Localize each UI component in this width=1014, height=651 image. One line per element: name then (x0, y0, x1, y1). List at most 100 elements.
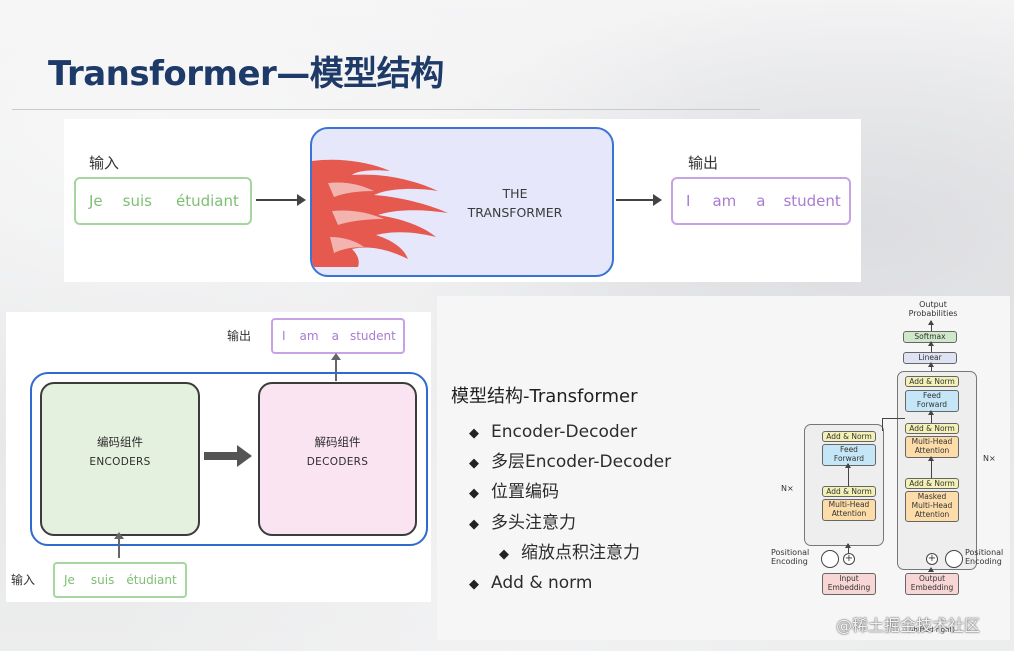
diamond-bullet-icon: ◆ (469, 486, 479, 502)
masked-line1: Masked (917, 492, 947, 501)
output-probabilities-label: Output Probabilities (903, 300, 963, 318)
bullet-item: ◆ 位置编码 (469, 477, 671, 507)
in-emb-line2: Embedding (827, 583, 871, 592)
input-word: étudiant (175, 192, 239, 210)
decoders-en-label: DECODERS (306, 456, 369, 468)
encoder-decoder-panel: 输出 I am a student 编码组件 ENCODERS 解码组件 DEC… (6, 312, 431, 602)
enc-pos-arrow (845, 543, 851, 553)
masked-line2: Multi-Head (911, 501, 953, 510)
encoder-to-decoder-connector (882, 418, 905, 419)
flame-graphic (312, 159, 448, 267)
encoder-positional-wave-icon (821, 550, 839, 568)
decoders-block: 解码组件 DECODERS (258, 382, 417, 536)
dec-internal-arrow-1 (928, 410, 934, 423)
pos-dec-line2: Encoding (965, 557, 1002, 566)
input-to-encoder-arrow (114, 532, 124, 558)
outputs-shifted-label: (shifted right) (907, 626, 955, 634)
enc-mha-line1: Multi-Head (828, 500, 870, 509)
ed-input-word: suis (90, 573, 115, 587)
ed-output-label: 输出 (227, 329, 252, 343)
bullet-text: 多层Encoder-Decoder (491, 452, 672, 473)
ed-output-word: a (331, 329, 339, 343)
output-label: 输出 (688, 154, 719, 172)
structure-bullet-list: ◆Encoder-Decoder ◆ 多层Encoder-Decoder ◆ 位置编… (469, 417, 671, 598)
encoder-add-icon: + (843, 553, 855, 565)
encoder-addnorm-2: Add & Norm (822, 431, 876, 442)
out-emb-line2: Embedding (910, 583, 954, 592)
bullet-text: 多头注意力 (491, 512, 576, 533)
diamond-bullet-icon: ◆ (499, 546, 509, 562)
enc-internal-arrow (845, 463, 851, 486)
slide-title: Transformer—模型结构 (48, 54, 444, 94)
encoders-en-label: ENCODERS (89, 456, 151, 468)
decoder-positional-wave-icon (945, 550, 963, 568)
enc-ff-line2: Forward (833, 454, 865, 463)
diamond-bullet-icon: ◆ (469, 516, 479, 532)
encoder-addnorm-1: Add & Norm (822, 486, 876, 497)
output-word: student (783, 192, 841, 210)
ed-output-word: student (349, 329, 396, 343)
encoder-stack (804, 424, 884, 546)
encoders-block: 编码组件 ENCODERS (40, 382, 200, 536)
transformer-overview-panel: 输入 Je suis étudiant THE TRANSFORMER 输出 I… (64, 119, 861, 282)
core-label-line2: TRANSFORMER (467, 205, 563, 220)
input-arrow (256, 194, 306, 206)
decoder-nx-label: N× (983, 454, 996, 463)
in-emb-line1: Input (839, 574, 859, 583)
watermark-text: @稀土掘金技术社区 (836, 616, 981, 635)
sub-bullet-item: ◆ 缩放点积注意力 (469, 538, 671, 568)
encoder-output-line (882, 418, 883, 431)
decoders-cn-label: 解码组件 (314, 435, 361, 449)
output-word: a (756, 192, 766, 210)
input-word: suis (122, 192, 152, 210)
decoder-positional-label: Positional Encoding (965, 548, 1009, 566)
transformer-core-box: THE TRANSFORMER (310, 127, 614, 277)
bullet-text: 缩放点积注意力 (521, 542, 640, 563)
decoder-add-icon: + (926, 553, 938, 565)
output-arrow (616, 194, 662, 206)
arrow-to-linear (928, 362, 934, 373)
input-word: Je (89, 192, 103, 210)
ed-output-word: am (299, 329, 319, 343)
encoder-multi-head-attention: Multi-Head Attention (822, 499, 876, 521)
pos-enc-line2: Encoding (771, 557, 808, 566)
input-sentence-box: Je suis étudiant (74, 177, 252, 225)
decoder-feed-forward: Feed Forward (905, 390, 959, 412)
pos-enc-line1: Positional (771, 548, 810, 557)
structure-heading: 模型结构-Transformer (451, 386, 638, 407)
diamond-bullet-icon: ◆ (469, 426, 479, 441)
bullet-text: 位置编码 (491, 482, 559, 503)
output-sentence-box: I am a student (671, 177, 851, 225)
ed-output-box: I am a student (271, 318, 405, 354)
decoder-cross-attention: Multi-Head Attention (905, 436, 959, 458)
core-label-line1: THE (502, 186, 528, 201)
enc-mha-line2: Attention (831, 509, 867, 518)
mha-line2: Attention (914, 446, 950, 455)
bullet-item: ◆ 多头注意力 (469, 508, 671, 538)
enc-ff-line1: Feed (840, 445, 858, 454)
decoder-to-output-arrow (331, 353, 341, 381)
bullet-item: ◆ 多层Encoder-Decoder (469, 447, 671, 477)
output-word: am (712, 192, 737, 210)
ed-input-label: 输入 (11, 573, 36, 587)
decoder-masked-attention: Masked Multi-Head Attention (905, 491, 959, 522)
title-divider (12, 109, 760, 110)
mha-line1: Multi-Head (911, 437, 953, 446)
decoder-addnorm-1: Add & Norm (905, 478, 959, 489)
diamond-bullet-icon: ◆ (469, 576, 479, 592)
encoder-nx-label: N× (781, 484, 794, 493)
ed-input-word: Je (64, 573, 75, 587)
dec-internal-arrow-2 (928, 456, 934, 478)
masked-line3: Attention (914, 510, 950, 519)
arrow-to-softmax (928, 341, 934, 352)
bullet-item: ◆Encoder-Decoder (469, 417, 671, 447)
model-structure-panel: 模型结构-Transformer ◆Encoder-Decoder ◆ 多层Enc… (437, 296, 1010, 640)
ed-input-box: Je suis étudiant (53, 562, 187, 598)
output-embedding-block: Output Embedding (905, 573, 959, 595)
arrow-to-probs (928, 320, 934, 331)
bullet-text: Add & norm (491, 572, 593, 593)
transformer-outer-box (30, 372, 428, 546)
decoder-addnorm-3: Add & Norm (905, 376, 959, 387)
ed-output-word: I (282, 329, 286, 343)
diamond-bullet-icon: ◆ (469, 456, 479, 472)
